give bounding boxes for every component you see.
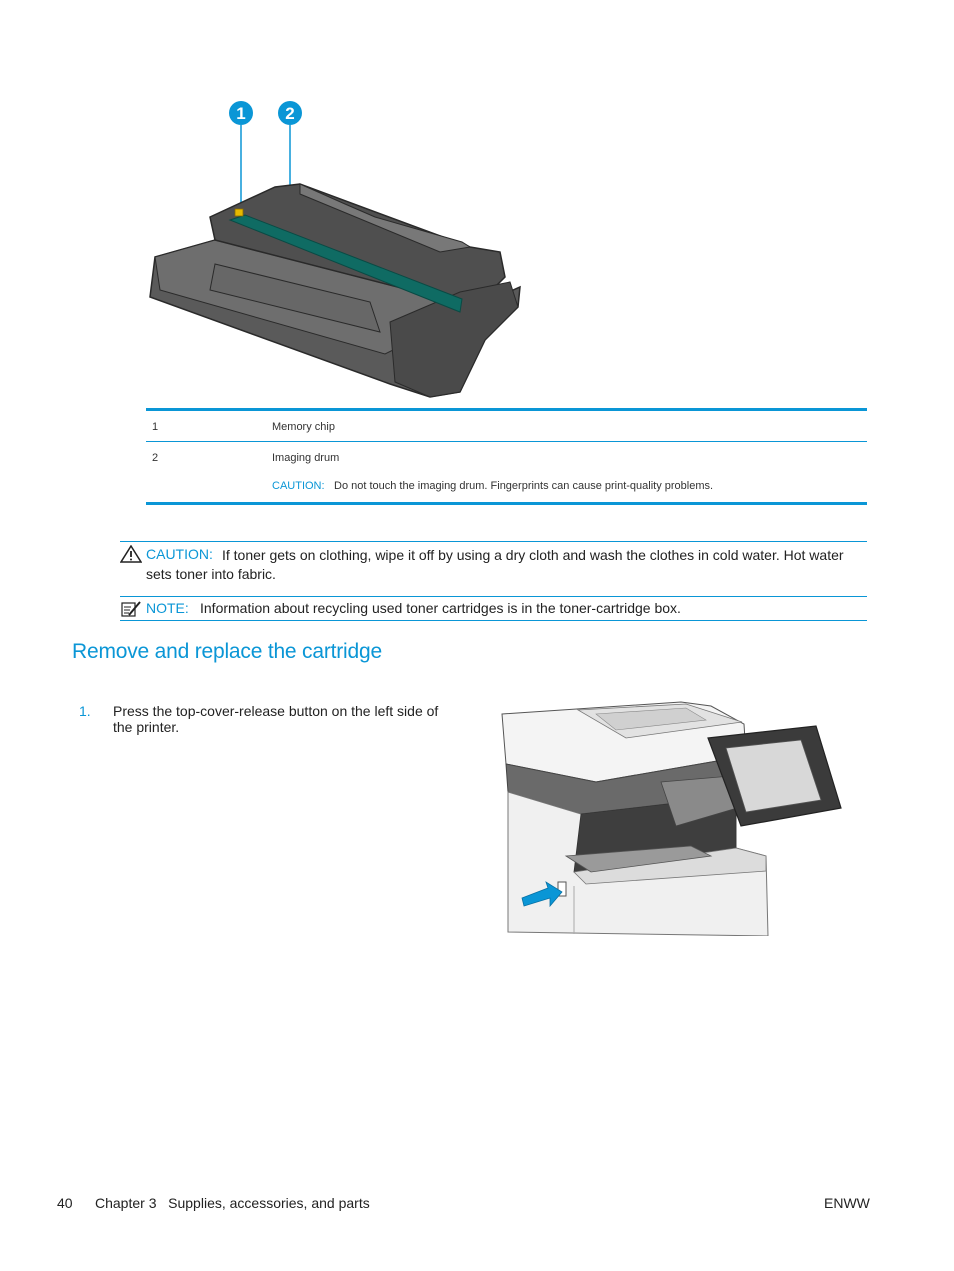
callout-2-label: 2 bbox=[285, 104, 294, 123]
callout-1-label: 1 bbox=[236, 104, 245, 123]
caution-text: If toner gets on clothing, wipe it off b… bbox=[146, 547, 844, 582]
step-text: Press the top-cover-release button on th… bbox=[113, 703, 439, 735]
legend-row: 1 Memory chip bbox=[146, 411, 867, 442]
footer-chapter-title: Chapter 3 Supplies, accessories, and par… bbox=[95, 1195, 370, 1211]
note-label: NOTE: bbox=[146, 600, 189, 616]
legend-caution-text: Do not touch the imaging drum. Fingerpri… bbox=[334, 480, 714, 492]
toner-cartridge-figure: 1 2 bbox=[149, 101, 521, 398]
section-heading: Remove and replace the cartridge bbox=[72, 640, 382, 663]
caution-label: CAUTION: bbox=[146, 546, 213, 562]
footer-page-number: 40 bbox=[57, 1195, 73, 1211]
caution-callout: CAUTION: If toner gets on clothing, wipe… bbox=[120, 541, 867, 584]
legend-caution-label: CAUTION: bbox=[272, 480, 325, 492]
step-number: 1. bbox=[79, 703, 91, 719]
warning-triangle-icon bbox=[120, 545, 142, 563]
legend-bottom-rule bbox=[146, 502, 867, 505]
note-text: Information about recycling used toner c… bbox=[200, 600, 681, 616]
legend-row-number: 2 bbox=[152, 452, 159, 464]
footer-doc-code: ENWW bbox=[824, 1195, 870, 1211]
legend-top-rule bbox=[146, 408, 867, 411]
legend-row: 2 Imaging drum bbox=[146, 442, 867, 472]
parts-legend-table: 1 Memory chip 2 Imaging drum CAUTION: Do… bbox=[146, 408, 867, 505]
legend-row-name: Imaging drum bbox=[272, 452, 340, 464]
note-callout: NOTE: Information about recycling used t… bbox=[120, 596, 867, 621]
legend-row-number: 1 bbox=[152, 421, 159, 433]
note-pencil-icon bbox=[121, 601, 141, 617]
legend-caution: CAUTION: Do not touch the imaging drum. … bbox=[146, 472, 867, 502]
legend-row-name: Memory chip bbox=[272, 421, 335, 433]
printer-figure bbox=[501, 701, 842, 936]
